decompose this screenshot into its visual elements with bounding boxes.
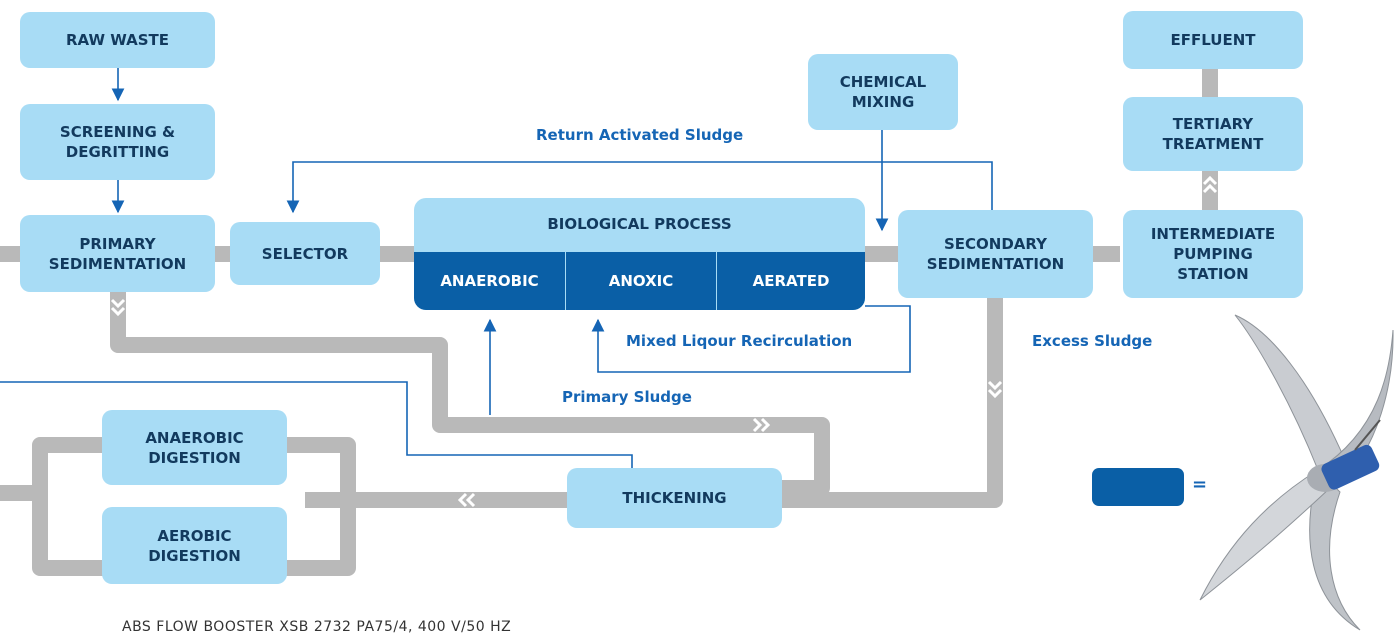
primary-sludge-label: Primary Sludge: [562, 388, 692, 406]
flow-lines: [0, 68, 993, 468]
tertiary-treatment-box: TERTIARY TREATMENT: [1123, 97, 1303, 171]
primary-sedimentation-box: PRIMARY SEDIMENTATION: [20, 215, 215, 292]
secondary-sedimentation-box: SECONDARY SEDIMENTATION: [898, 210, 1093, 298]
chevron-left-icon: [457, 492, 476, 508]
chevron-up-icon: [1202, 175, 1218, 194]
digestion-loop-pipe: [32, 437, 356, 576]
aerobic-digestion-box: AEROBIC DIGESTION: [102, 507, 287, 584]
flow-booster-image: [1199, 314, 1394, 631]
primary-sludge-pipe: [110, 292, 830, 496]
return-sludge-line: [286, 161, 993, 214]
return-sludge-label: Return Activated Sludge: [536, 126, 744, 144]
excess-sludge-pipe: [780, 298, 1003, 508]
chemical-mixing-box: CHEMICAL MIXING: [808, 54, 958, 130]
legend-equals: =: [1192, 474, 1208, 495]
chevron-right-icon: [752, 417, 771, 433]
chevron-down-icon: [110, 298, 126, 317]
flow-chevrons: [110, 175, 1218, 508]
raw-waste-box: RAW WASTE: [20, 12, 215, 68]
legend-swatch: [1092, 468, 1184, 506]
thickening-box: THICKENING: [567, 468, 782, 528]
excess-sludge-label: Excess Sludge: [1032, 332, 1153, 350]
mixed-liquor-label: Mixed Liqour Recirculation: [626, 332, 853, 350]
anaerobic-digestion-box: ANAEROBIC DIGESTION: [102, 410, 287, 485]
intermediate-pumping-box: INTERMEDIATE PUMPING STATION: [1123, 210, 1303, 298]
anoxic-stage: ANOXIC: [566, 252, 716, 310]
product-caption: ABS FLOW BOOSTER XSB 2732 PA75/4, 400 V/…: [122, 619, 512, 635]
screening-box: SCREENING & DEGRITTING: [20, 104, 215, 180]
aerated-stage: AERATED: [717, 252, 865, 310]
anaerobic-stage: ANAEROBIC: [414, 252, 565, 310]
mixed-liquor-line: [591, 305, 911, 373]
selector-box: SELECTOR: [230, 222, 380, 285]
chevron-down-icon: [987, 380, 1003, 399]
thickening-overflow-line: [0, 381, 633, 468]
effluent-box: EFFLUENT: [1123, 11, 1303, 69]
